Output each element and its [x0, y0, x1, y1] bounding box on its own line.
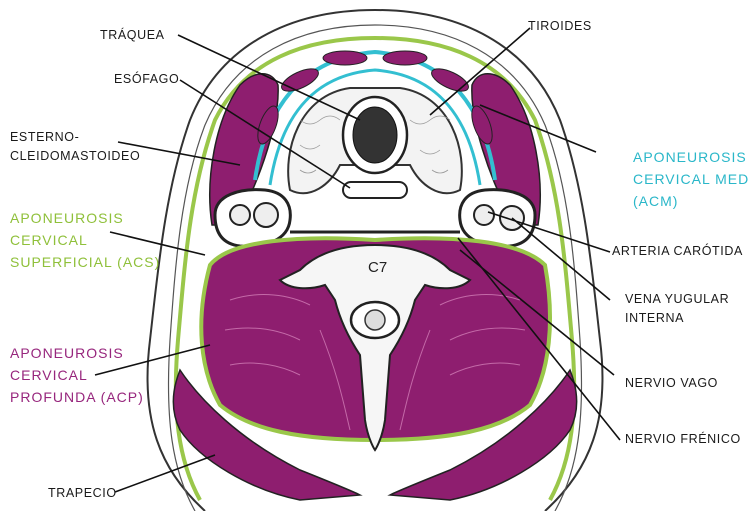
- label-esternocleidomastoideo: ESTERNO-CLEIDOMASTOIDEO: [10, 128, 140, 166]
- esophagus: [343, 182, 407, 198]
- carotid-right: [474, 205, 494, 225]
- label-tiroides: TIROIDES: [528, 17, 592, 36]
- trachea-lumen: [353, 107, 397, 163]
- carotid-sheath-left: [215, 190, 290, 247]
- jugular-left: [254, 203, 278, 227]
- label-esofago: ESÓFAGO: [114, 70, 179, 89]
- vertebra-label: C7: [368, 259, 387, 276]
- label-arteria-carotida: ARTERIA CARÓTIDA: [612, 242, 743, 261]
- spinal-cord: [365, 310, 385, 330]
- label-nervio-frenico: NERVIO FRÉNICO: [625, 430, 741, 449]
- label-traquea: TRÁQUEA: [100, 26, 165, 45]
- carotid-left: [230, 205, 250, 225]
- label-nervio-vago: NERVIO VAGO: [625, 374, 718, 393]
- label-trapecio: TRAPECIO: [48, 484, 117, 503]
